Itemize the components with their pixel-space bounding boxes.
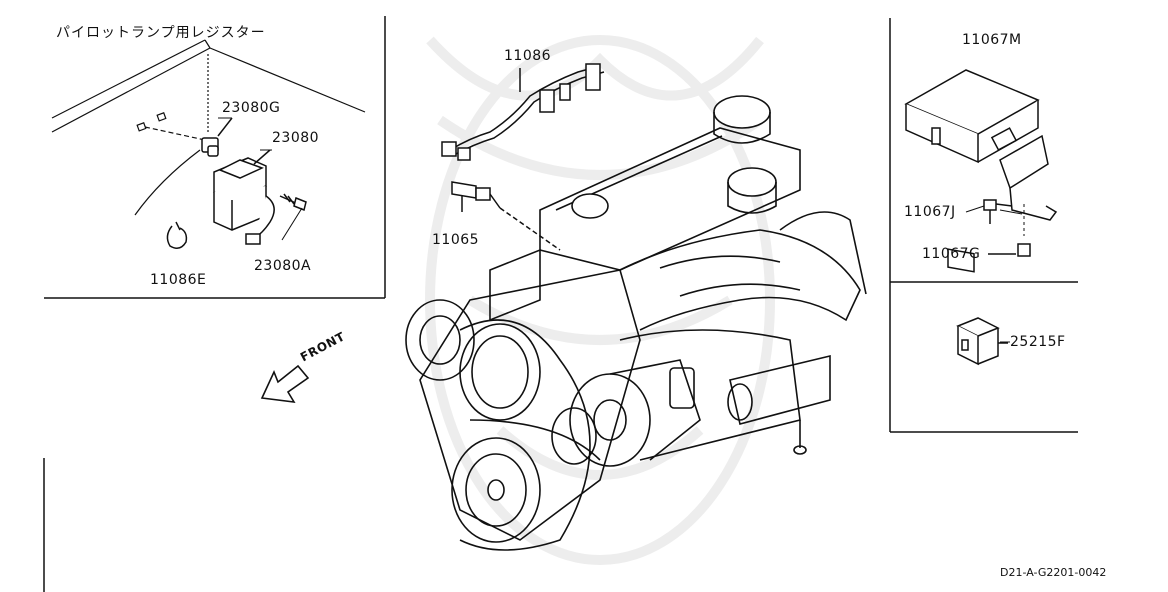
callout-23080[interactable]: 23080 — [272, 130, 320, 146]
callout-11067G[interactable]: 11067G — [922, 246, 981, 262]
watermark-emblem — [425, 35, 775, 565]
part-11067G-nut[interactable] — [988, 243, 1031, 257]
right-inset-frame — [889, 18, 1078, 433]
callout-11067J[interactable]: 11067J — [904, 204, 956, 220]
part-11086-harness[interactable] — [441, 63, 605, 161]
resistor-title-label: パイロットランプ用レジスター — [56, 25, 266, 41]
callout-23080G[interactable]: 23080G — [222, 100, 281, 116]
part-11086E-clip[interactable] — [166, 221, 188, 249]
engine-assembly — [405, 95, 867, 551]
callout-11086E[interactable]: 11086E — [150, 272, 207, 288]
front-arrow-icon — [260, 364, 310, 403]
callout-11067M[interactable]: 11067M — [962, 32, 1022, 48]
part-25215F-relay[interactable] — [956, 317, 1008, 366]
part-23080A-screw[interactable] — [279, 193, 307, 241]
part-11067J-bolt[interactable] — [983, 199, 1013, 224]
left-inset-panel — [51, 39, 366, 216]
part-11067M-control-unit[interactable] — [904, 69, 1058, 273]
diagram-code: D21-A-G2201-0042 — [1000, 566, 1107, 579]
leader-lines — [218, 117, 1023, 343]
left-inset-frame — [44, 16, 386, 299]
part-11065-sensor[interactable] — [451, 181, 561, 251]
part-23080G-clip[interactable] — [201, 117, 233, 157]
part-23080-resistor[interactable] — [213, 149, 275, 245]
callout-11086[interactable]: 11086 — [504, 48, 552, 64]
callout-25215F[interactable]: 25215F — [1010, 334, 1066, 350]
callout-23080A[interactable]: 23080A — [254, 258, 312, 274]
callout-11065[interactable]: 11065 — [432, 232, 480, 248]
